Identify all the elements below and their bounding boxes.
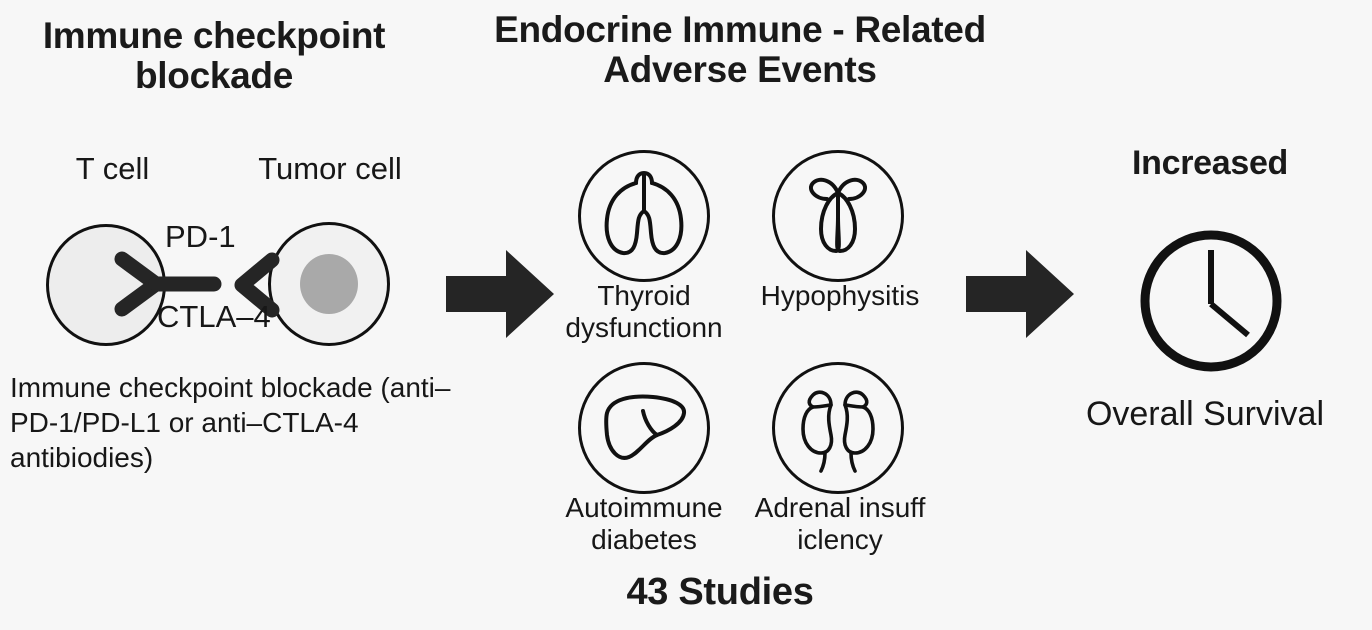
thyroid-dysfunction-label: Thyroid dysfunctionn bbox=[565, 280, 723, 344]
lungs-thyroid-icon bbox=[578, 150, 710, 282]
ctla4-label: CTLA–4 bbox=[157, 299, 271, 334]
ligand-chevron-icon bbox=[228, 250, 282, 320]
left-panel-heading: Immune checkpoint blockade bbox=[42, 15, 386, 96]
arrow-left-to-center-icon bbox=[446, 244, 556, 344]
t-cell-label: T cell bbox=[75, 151, 150, 186]
pd1-label: PD-1 bbox=[165, 219, 236, 254]
autoimmune-diabetes-label: Autoimmune diabetes bbox=[565, 492, 723, 556]
overall-survival-label: Overall Survival bbox=[1085, 395, 1325, 433]
hypophysitis-label: Hypophysitis bbox=[760, 280, 920, 311]
right-panel-heading: Increased bbox=[1131, 144, 1289, 182]
adrenal-insufficiency-label: Adrenal insuff iclency bbox=[754, 492, 926, 556]
center-panel-heading: Endocrine Immune - Related Adverse Event… bbox=[494, 9, 986, 90]
studies-count-label: 43 Studies bbox=[626, 571, 814, 613]
clock-icon bbox=[1138, 228, 1284, 374]
arrow-center-to-right-icon bbox=[966, 244, 1076, 344]
liver-pancreas-icon bbox=[578, 362, 710, 494]
pituitary-gland-icon bbox=[772, 150, 904, 282]
tumor-cell-label: Tumor cell bbox=[258, 151, 402, 186]
antibody-receptor-icon bbox=[110, 248, 230, 320]
tumor-cell-nucleus bbox=[300, 254, 358, 314]
left-panel-caption: Immune checkpoint blockade (anti–PD-1/PD… bbox=[10, 372, 451, 473]
kidneys-adrenal-icon bbox=[772, 362, 904, 494]
